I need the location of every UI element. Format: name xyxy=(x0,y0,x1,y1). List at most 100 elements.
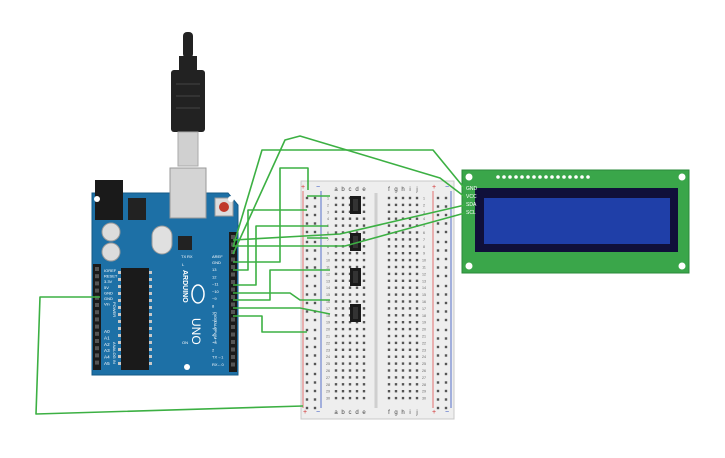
lcd-pin[interactable] xyxy=(550,175,554,179)
breadboard-hole[interactable] xyxy=(415,362,419,365)
breadboard-hole[interactable] xyxy=(355,258,359,262)
breadboard-hole[interactable] xyxy=(355,265,359,269)
rail-hole[interactable] xyxy=(305,318,309,322)
breadboard-hole[interactable] xyxy=(394,321,398,324)
breadboard-hole[interactable] xyxy=(415,300,419,303)
rail-hole[interactable] xyxy=(305,249,309,252)
rail-hole[interactable] xyxy=(313,372,317,376)
breadboard-hole[interactable] xyxy=(334,314,338,317)
lcd-pin[interactable] xyxy=(556,175,560,179)
breadboard-hole[interactable] xyxy=(401,376,405,379)
breadboard-hole[interactable] xyxy=(401,341,405,345)
header-pin[interactable] xyxy=(95,317,99,322)
breadboard-hole[interactable] xyxy=(401,383,405,386)
breadboard-hole[interactable] xyxy=(415,307,419,310)
breadboard-hole[interactable] xyxy=(401,252,405,255)
breadboard-hole[interactable] xyxy=(341,348,345,351)
breadboard-hole[interactable] xyxy=(401,245,405,248)
rail-hole[interactable] xyxy=(305,389,309,393)
breadboard-hole[interactable] xyxy=(408,210,412,213)
breadboard-hole[interactable] xyxy=(415,238,419,241)
breadboard-hole[interactable] xyxy=(415,286,419,289)
breadboard-hole[interactable] xyxy=(408,327,412,331)
rail-hole[interactable] xyxy=(444,284,448,288)
breadboard-hole[interactable] xyxy=(394,252,398,255)
breadboard-hole[interactable] xyxy=(394,286,398,289)
breadboard-hole[interactable] xyxy=(415,369,419,372)
breadboard-hole[interactable] xyxy=(415,203,419,207)
rail-hole[interactable] xyxy=(305,328,309,332)
usb-cable[interactable] xyxy=(171,32,205,167)
breadboard-hole[interactable] xyxy=(415,231,419,234)
rail-hole[interactable] xyxy=(444,328,448,332)
breadboard-hole[interactable] xyxy=(401,286,405,289)
breadboard-hole[interactable] xyxy=(334,376,338,379)
header-pin[interactable] xyxy=(95,310,99,315)
wire[interactable] xyxy=(233,269,330,301)
rail-hole[interactable] xyxy=(436,205,440,208)
breadboard-hole[interactable] xyxy=(387,265,391,269)
rail-hole[interactable] xyxy=(436,328,440,332)
lcd-pin[interactable] xyxy=(532,175,536,179)
breadboard-hole[interactable] xyxy=(334,286,338,289)
breadboard-hole[interactable] xyxy=(394,224,398,227)
rail-hole[interactable] xyxy=(313,337,317,340)
breadboard-hole[interactable] xyxy=(394,396,398,400)
breadboard-hole[interactable] xyxy=(394,314,398,317)
rail-hole[interactable] xyxy=(305,301,309,305)
rail-hole[interactable] xyxy=(444,274,448,278)
rail-hole[interactable] xyxy=(313,318,317,322)
rail-hole[interactable] xyxy=(305,362,309,366)
push-button[interactable] xyxy=(350,233,361,251)
breadboard-hole[interactable] xyxy=(387,252,391,255)
breadboard-hole[interactable] xyxy=(408,376,412,379)
wire[interactable] xyxy=(233,212,466,247)
rail-hole[interactable] xyxy=(436,362,440,366)
breadboard-hole[interactable] xyxy=(415,245,419,248)
breadboard-hole[interactable] xyxy=(394,258,398,262)
header-pin[interactable] xyxy=(95,288,99,293)
lcd-pin[interactable] xyxy=(580,175,584,179)
breadboard-hole[interactable] xyxy=(408,341,412,345)
breadboard-hole[interactable] xyxy=(341,258,345,262)
breadboard-hole[interactable] xyxy=(401,231,405,234)
breadboard-hole[interactable] xyxy=(401,334,405,338)
rail-hole[interactable] xyxy=(444,293,448,296)
rail-hole[interactable] xyxy=(436,249,440,252)
breadboard-hole[interactable] xyxy=(362,217,366,220)
lcd-pin[interactable] xyxy=(496,175,500,179)
breadboard-hole[interactable] xyxy=(387,210,391,213)
lcd-pin[interactable] xyxy=(568,175,572,179)
breadboard-hole[interactable] xyxy=(348,369,352,372)
breadboard-hole[interactable] xyxy=(362,245,366,248)
lcd-pin[interactable] xyxy=(562,175,566,179)
wire[interactable] xyxy=(233,209,307,271)
wire[interactable] xyxy=(232,204,466,241)
breadboard-hole[interactable] xyxy=(341,355,345,358)
breadboard-hole[interactable] xyxy=(341,210,345,213)
breadboard-hole[interactable] xyxy=(341,272,345,276)
breadboard-hole[interactable] xyxy=(387,341,391,345)
breadboard-hole[interactable] xyxy=(348,348,352,351)
breadboard-hole[interactable] xyxy=(408,245,412,248)
breadboard-hole[interactable] xyxy=(334,217,338,220)
breadboard-hole[interactable] xyxy=(394,245,398,248)
breadboard-hole[interactable] xyxy=(362,196,366,200)
rail-hole[interactable] xyxy=(436,301,440,305)
header-pin[interactable] xyxy=(95,274,99,279)
breadboard-hole[interactable] xyxy=(394,238,398,241)
breadboard-hole[interactable] xyxy=(334,238,338,241)
breadboard-hole[interactable] xyxy=(394,348,398,351)
breadboard-hole[interactable] xyxy=(408,369,412,372)
rail-hole[interactable] xyxy=(436,230,440,234)
breadboard-hole[interactable] xyxy=(355,334,359,338)
rail-hole[interactable] xyxy=(436,398,440,401)
breadboard-hole[interactable] xyxy=(355,217,359,220)
header-pin[interactable] xyxy=(95,360,99,365)
rail-hole[interactable] xyxy=(436,354,440,357)
breadboard-hole[interactable] xyxy=(387,369,391,372)
rail-hole[interactable] xyxy=(444,372,448,376)
rail-hole[interactable] xyxy=(305,205,309,208)
breadboard-hole[interactable] xyxy=(341,217,345,220)
